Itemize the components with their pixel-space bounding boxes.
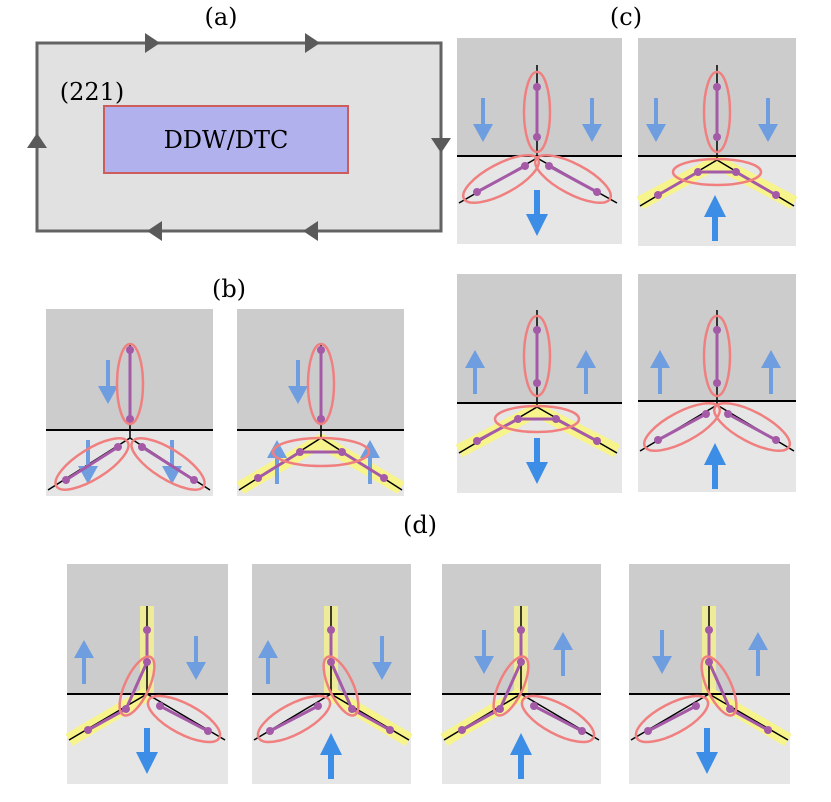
- panel-d-1: [65, 564, 228, 784]
- panel-d-3: [440, 564, 601, 784]
- index-label: (221): [60, 78, 125, 106]
- triangle-arrow-icon: [305, 33, 320, 53]
- label-panel-a: (a): [204, 3, 237, 31]
- triangle-arrow-icon: [431, 138, 451, 153]
- panel-c-2: [636, 38, 798, 246]
- triangle-arrow-icon: [147, 221, 162, 241]
- triangle-arrow-icon: [303, 221, 318, 241]
- panel-b-1: [46, 309, 213, 496]
- panel-d-2: [252, 564, 413, 784]
- panel-d-4: [629, 564, 792, 784]
- state-box-label: DDW/DTC: [164, 126, 289, 154]
- triangle-arrow-icon: [145, 33, 160, 53]
- panel-c-4: [638, 274, 796, 492]
- label-panel-d: (d): [403, 511, 437, 539]
- label-panel-c: (c): [610, 3, 642, 31]
- triangle-arrow-icon: [27, 133, 47, 148]
- panel-a: (221) DDW/DTC: [27, 33, 451, 241]
- label-panel-b: (b): [212, 275, 246, 303]
- panel-c-3: [455, 274, 622, 493]
- panel-c-1: [457, 38, 622, 244]
- panel-b-2: [236, 309, 405, 496]
- state-box: [103, 105, 349, 174]
